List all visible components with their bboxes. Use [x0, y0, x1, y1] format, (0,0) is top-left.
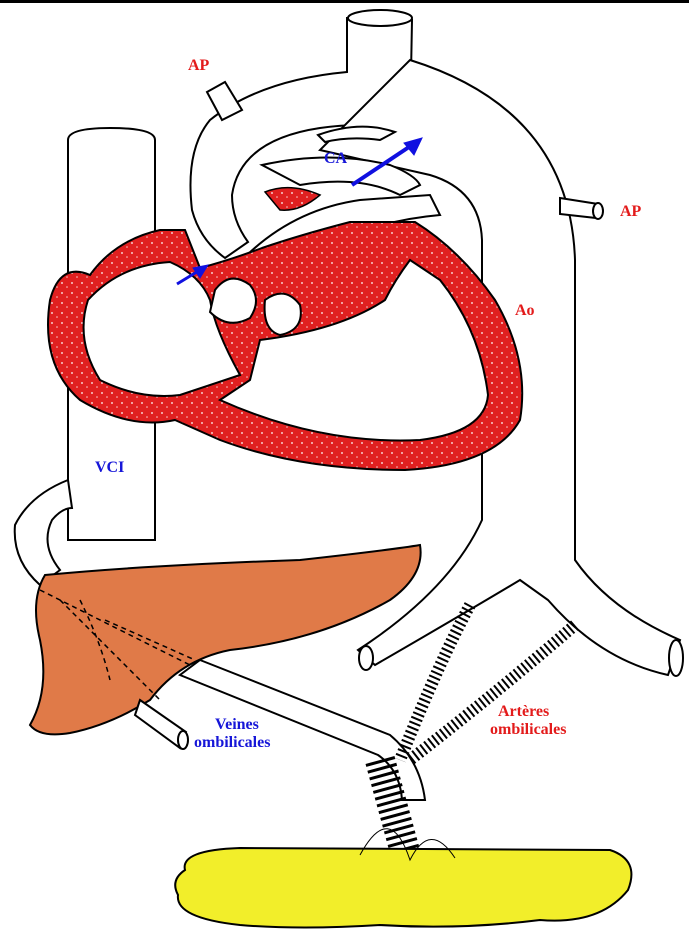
label-ap-right: AP — [620, 204, 641, 221]
ductus-venosus — [15, 480, 72, 585]
label-ombilicales-arteres: ombilicales — [490, 722, 566, 739]
label-ap-top: AP — [188, 58, 209, 75]
label-vci: VCI — [95, 460, 124, 477]
label-arteres: Artères — [498, 704, 549, 721]
label-veines: Veines — [215, 717, 259, 734]
placenta — [175, 848, 631, 928]
pulmonary-artery-right — [560, 198, 598, 218]
label-ombilicales-veines: ombilicales — [194, 735, 270, 752]
aorta-branch-end-right — [669, 640, 683, 676]
aorta-opening — [348, 10, 412, 26]
label-ca: CA — [324, 151, 347, 168]
aorta-branch-end-left — [359, 646, 373, 670]
liver — [30, 545, 421, 734]
label-ao: Ao — [515, 303, 535, 320]
